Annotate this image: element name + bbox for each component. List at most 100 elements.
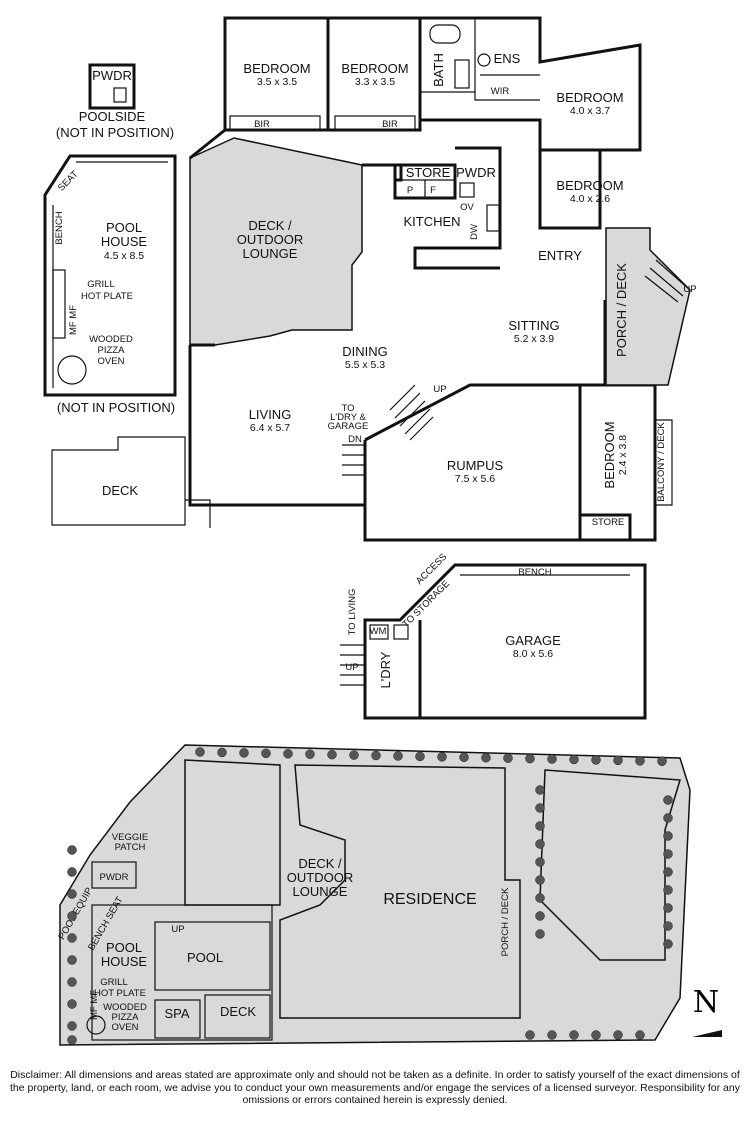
shrub-icon (67, 1035, 77, 1045)
entry-label: ENTRY (538, 248, 582, 263)
shrub-icon (657, 756, 667, 766)
wooded-label: WOODED (89, 334, 133, 345)
shrub-icon (569, 1030, 579, 1040)
main-house-labels: BEDROOM 3.5 x 3.5 BEDROOM 3.3 x 3.5 BIR … (237, 51, 697, 528)
garage: ACCESS TO STORAGE BENCH TO LIVING WM L'D… (340, 551, 647, 720)
garage-label: GARAGE (505, 633, 561, 648)
bir2-label: BIR (382, 119, 398, 130)
bench2-label: BENCH (518, 567, 551, 578)
site-grill-label: GRILL (100, 977, 127, 988)
disclaimer: Disclaimer: All dimensions and areas sta… (10, 1069, 740, 1106)
grill-label: GRILL (87, 279, 114, 290)
shrub-icon (67, 867, 77, 877)
shrub-icon (663, 885, 673, 895)
pwdr2-label: PWDR (456, 165, 496, 180)
bedroom4-label: BEDROOM (556, 178, 623, 193)
sitting-dim: 5.2 x 3.9 (514, 333, 554, 345)
poolside-label: POOLSIDE (79, 109, 146, 124)
shrub-icon (239, 748, 249, 758)
shrub-icon (663, 921, 673, 931)
not-in-position-label-2: (NOT IN POSITION) (57, 400, 175, 415)
poolside-pwdr: PWDR POOLSIDE (NOT IN POSITION) (56, 63, 174, 140)
shrub-icon (349, 750, 359, 760)
bedroom3-dim: 4.0 x 3.7 (570, 105, 610, 117)
bir1-label: BIR (254, 119, 270, 130)
shrub-icon (663, 831, 673, 841)
pool-house-dim: 4.5 x 8.5 (104, 250, 144, 262)
pizza-label: PIZZA (98, 345, 126, 356)
living-label: LIVING (249, 407, 292, 422)
hot-plate-label: HOT PLATE (81, 291, 133, 302)
shrub-icon (635, 1030, 645, 1040)
bath-label: BATH (431, 53, 446, 87)
site-plan: VEGGIE PATCH PWDR POOL EQUIP BENCH SEAT … (57, 744, 691, 1046)
up-label-3: UP (345, 662, 358, 673)
site-mf-label: MF MF (89, 990, 100, 1020)
shrub-icon (67, 911, 77, 921)
site-pizza-label: PIZZA (112, 1012, 140, 1023)
deck-label: DECK (102, 483, 138, 498)
outdoor-label: OUTDOOR (237, 232, 303, 247)
site-pool-house-label: POOL (106, 940, 142, 955)
deck-outdoor-label: DECK / (248, 218, 292, 233)
bedroom5-label: BEDROOM (602, 421, 617, 488)
shrub-icon (67, 933, 77, 943)
site-veggie-label: VEGGIE (112, 832, 148, 843)
shrub-icon (635, 756, 645, 766)
shrub-icon (613, 755, 623, 766)
site-oven-label: OVEN (112, 1022, 139, 1033)
rumpus-dim: 7.5 x 5.6 (455, 473, 495, 485)
shrub-icon (503, 753, 513, 763)
shrub-icon (67, 845, 77, 855)
up-label-2: UP (433, 384, 446, 395)
shrub-icon (535, 857, 545, 867)
ov-label: OV (460, 202, 474, 213)
shrub-icon (535, 893, 545, 903)
shrub-icon (525, 1030, 535, 1040)
site-deck-label: DECK (220, 1004, 256, 1019)
pool-house-label: POOL (106, 220, 142, 235)
f-label: F (430, 185, 436, 196)
shrub-icon (67, 889, 77, 899)
site-residence-label: RESIDENCE (383, 891, 476, 908)
bedroom1-dim: 3.5 x 3.5 (257, 76, 297, 88)
shrub-icon (591, 1030, 601, 1040)
shrub-icon (261, 748, 271, 759)
site-pool-label: POOL (187, 950, 223, 965)
store2-label: STORE (592, 517, 625, 528)
garage-dim: 8.0 x 5.6 (513, 648, 553, 660)
shrub-icon (547, 1030, 557, 1040)
site-hot-plate-label: HOT PLATE (94, 988, 146, 999)
site-porch-label: PORCH / DECK (500, 887, 511, 956)
shrub-icon (547, 754, 557, 764)
store-label: STORE (406, 165, 451, 180)
shrub-icon (535, 821, 545, 831)
lounge-label: LOUNGE (243, 246, 298, 261)
to-living-label: TO LIVING (347, 589, 358, 636)
ldry-label: L'DRY (378, 651, 393, 688)
shrub-icon (663, 849, 673, 859)
shrub-icon (663, 939, 673, 949)
bedroom5-dim: 2.4 x 3.8 (617, 435, 629, 475)
shrub-icon (67, 977, 77, 987)
dn-label: DN (348, 434, 362, 445)
rumpus-label: RUMPUS (447, 458, 504, 473)
shrub-icon (525, 753, 535, 764)
shrub-icon (535, 803, 545, 813)
wm-label: WM (370, 626, 387, 637)
left-deck: DECK (51, 436, 211, 528)
up-label-1: UP (683, 284, 696, 295)
shrub-icon (663, 813, 673, 823)
site-spa-label: SPA (164, 1006, 189, 1021)
living-dim: 6.4 x 5.7 (250, 422, 290, 434)
site-trees (67, 747, 673, 1045)
to-ldry-label-2: L'DRY & (330, 412, 366, 423)
dining-label: DINING (342, 344, 388, 359)
shrub-icon (371, 750, 381, 761)
bedroom1-label: BEDROOM (243, 61, 310, 76)
ens-label: ENS (494, 51, 521, 66)
bedroom3-label: BEDROOM (556, 90, 623, 105)
p-label: P (407, 185, 413, 196)
oven-label: OVEN (98, 356, 125, 367)
